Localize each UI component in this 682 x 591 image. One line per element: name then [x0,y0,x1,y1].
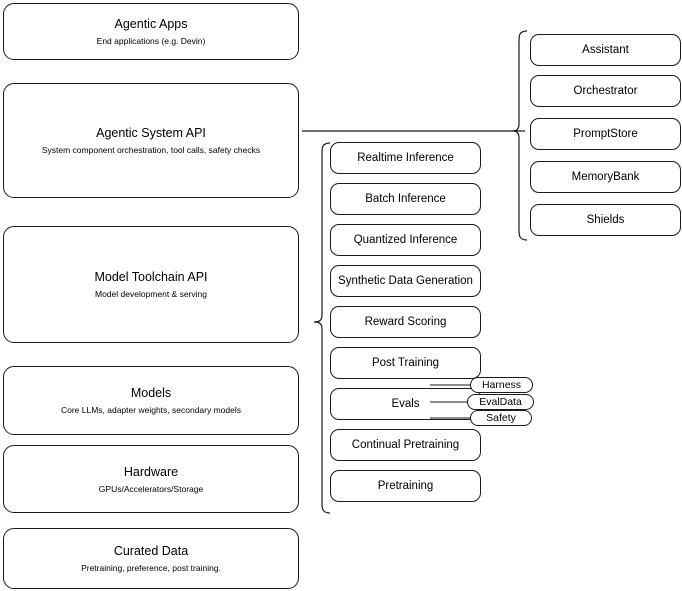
layer-title: Agentic System API [96,126,206,140]
agentic-item-memorybank[interactable]: MemoryBank [530,161,681,193]
layer-subtitle: Core LLMs, adapter weights, secondary mo… [60,405,241,415]
layer-model-toolchain-api[interactable]: Model Toolchain API Model development & … [3,226,299,343]
agentic-item-label: PromptStore [573,128,638,140]
layer-agentic-system-api[interactable]: Agentic System API System component orch… [3,83,299,198]
layer-subtitle: GPUs/Accelerators/Storage [98,483,204,494]
agentic-item-label: MemoryBank [571,171,640,183]
toolchain-item-synthetic-data-generation[interactable]: Synthetic Data Generation [330,265,481,297]
toolchain-item-batch-inference[interactable]: Batch Inference [330,183,481,215]
toolchain-item-label: Batch Inference [365,193,446,205]
layer-title: Curated Data [113,544,189,558]
layer-title: Models [130,386,172,400]
agentic-item-promptstore[interactable]: PromptStore [530,118,681,150]
toolchain-item-label: Synthetic Data Generation [338,275,473,287]
toolchain-item-pretraining[interactable]: Pretraining [330,470,481,502]
layer-agentic-apps[interactable]: Agentic Apps End applications (e.g. Devi… [3,3,299,60]
toolchain-item-post-training[interactable]: Post Training [330,347,481,379]
toolchain-item-label: Realtime Inference [357,152,454,164]
layer-title: Hardware [123,464,179,479]
toolchain-item-quantized-inference[interactable]: Quantized Inference [330,224,481,256]
toolchain-components-brace [313,142,331,514]
toolchain-item-label: Pretraining [377,480,434,492]
pill-label: EvalData [479,396,522,408]
toolchain-item-realtime-inference[interactable]: Realtime Inference [330,142,481,174]
layer-subtitle: Model development & serving [95,289,207,299]
toolchain-item-label: Reward Scoring [364,316,447,328]
layer-subtitle: Pretraining, preference, post training. [81,563,221,573]
layer-curated-data[interactable]: Curated Data Pretraining, preference, po… [3,528,299,589]
layer-title: Model Toolchain API [94,270,208,284]
toolchain-item-label: Quantized Inference [353,234,458,246]
layer-hardware[interactable]: Hardware GPUs/Accelerators/Storage [3,445,299,513]
layer-models[interactable]: Models Core LLMs, adapter weights, secon… [3,366,299,435]
agentic-item-orchestrator[interactable]: Orchestrator [530,75,681,107]
agentic-item-shields[interactable]: Shields [530,204,681,236]
toolchain-item-label: Continual Pretraining [351,439,460,451]
agentic-item-label: Orchestrator [573,85,638,97]
toolchain-item-label: Evals [391,398,420,410]
toolchain-item-label: Post Training [371,357,440,369]
pill-label: Harness [481,379,522,391]
toolchain-item-reward-scoring[interactable]: Reward Scoring [330,306,481,338]
evals-subcomponent-harness[interactable]: Harness [470,377,533,393]
toolchain-item-continual-pretraining[interactable]: Continual Pretraining [330,429,481,461]
layer-subtitle: System component orchestration, tool cal… [41,145,261,155]
agentic-components-brace [512,30,528,241]
agentic-item-label: Shields [586,214,625,226]
evals-subcomponent-evaldata[interactable]: EvalData [467,394,534,410]
evals-subcomponent-safety[interactable]: Safety [470,410,532,426]
pill-label: Safety [486,412,516,424]
agentic-item-label: Assistant [582,44,629,56]
agentic-item-assistant[interactable]: Assistant [530,34,681,66]
layer-title: Agentic Apps [114,17,188,31]
toolchain-item-evals[interactable]: Evals [330,388,481,420]
layer-subtitle: End applications (e.g. Devin) [96,36,206,46]
